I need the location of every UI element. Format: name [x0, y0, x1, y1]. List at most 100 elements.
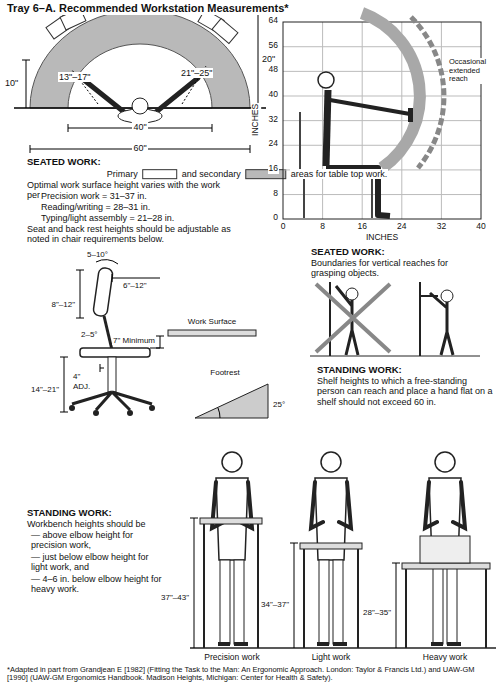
reach-chart [411, 17, 444, 168]
figure-label: Heavy work [422, 653, 468, 663]
dimension-label: 14"–21" [30, 385, 60, 394]
desk-reach-top-view [212, 19, 238, 44]
axis-tick: 40 [475, 222, 486, 232]
dimension-label: 40" [132, 122, 147, 132]
note-text: Shelf heights to which a free-standing p… [316, 376, 496, 407]
section-heading: SEATED WORK: [310, 247, 386, 258]
chair-diagram [72, 392, 152, 410]
desk-reach-top-view [14, 8, 266, 153]
vertical-reach-figures [346, 288, 358, 300]
note-text: — just below elbow height for light work… [30, 552, 167, 573]
axis-title: INCHES [365, 233, 399, 243]
axis-tick: 16 [268, 164, 279, 174]
vertical-reach-figures [430, 293, 453, 355]
note-text: — 4–6 in. below elbow height for heavy w… [30, 574, 167, 595]
axis-tick: 48 [268, 65, 279, 75]
workbench-figures [200, 518, 262, 524]
reach-chart [283, 13, 481, 219]
workbench-figures [212, 452, 252, 644]
dimension-label: 2–5° [80, 330, 99, 339]
dimension-label: 6"–12" [122, 281, 147, 290]
primary-secondary-swatch [143, 170, 177, 179]
chair-diagram [60, 357, 68, 412]
axis-tick: 8 [272, 189, 279, 199]
dimension-label: 37"–43" [160, 593, 190, 602]
vertical-reach-figures [419, 282, 421, 356]
vertical-reach-figures [316, 284, 390, 352]
reach-chart [330, 100, 410, 114]
reach-chart [318, 72, 334, 88]
dimension-label: ADJ. [72, 382, 91, 391]
axis-title: INCHES [251, 103, 261, 137]
primary-secondary-swatch [143, 170, 286, 179]
chair-diagram [104, 316, 112, 350]
dimension-label: 5–10° [86, 250, 109, 259]
reach-chart [283, 120, 481, 121]
axis-tick: 32 [436, 222, 447, 232]
axis-tick: 56 [268, 41, 279, 51]
note-text: Primary [106, 169, 139, 179]
chair-diagram [69, 405, 75, 411]
dimension-label: 10" [4, 78, 19, 88]
vertical-reach-figures [310, 356, 480, 357]
axis-tick: 0 [272, 213, 279, 223]
axis-tick: 0 [280, 222, 287, 232]
reach-chart [326, 90, 328, 166]
axis-tick: 40 [268, 90, 279, 100]
note-text: Reading/writing = 28–31 in. [40, 202, 151, 212]
chair-diagram [93, 410, 99, 416]
chair-diagram [149, 405, 155, 411]
chair-diagram [76, 270, 84, 318]
section-heading: STANDING WORK: [316, 365, 403, 376]
section-heading: STANDING WORK: [26, 508, 113, 519]
chair-diagram [93, 267, 114, 316]
reach-chart [283, 96, 481, 97]
dimension-label: 4" [72, 372, 81, 381]
dimension-label: 60" [132, 143, 147, 153]
chair-diagram [195, 384, 268, 418]
note-text: Precision work = 31–37 in. [40, 191, 148, 201]
dimension-label: 7" Minimum [112, 336, 156, 345]
note-text: Workbench heights should be [26, 519, 146, 529]
workbench-figures [304, 549, 358, 648]
vertical-reach-figures [441, 290, 453, 302]
vertical-reach-figures [310, 282, 480, 356]
reach-chart [283, 22, 481, 219]
note-text: — above elbow height for precision work, [30, 530, 167, 551]
workbench-figures [300, 543, 362, 549]
workbench-figures [190, 518, 400, 648]
part-label: Work Surface [187, 317, 237, 326]
chair-diagram [168, 330, 256, 336]
diagram-title: Tray 6–A. Recommended Workstation Measur… [6, 2, 290, 15]
dimension-label: 28"–35" [362, 608, 392, 617]
note-text: Boundaries for vertical reaches for gras… [310, 258, 482, 279]
reach-chart [362, 13, 420, 168]
desk-reach-top-view [132, 98, 148, 114]
workbench-figures [190, 647, 496, 649]
axis-tick: 32 [268, 115, 279, 125]
workbench-figures [402, 563, 490, 569]
axis-tick: 24 [396, 222, 407, 232]
axis-tick: 24 [268, 139, 279, 149]
chair-diagram [80, 348, 150, 357]
dimension-label: 13"–17" [58, 72, 91, 82]
reach-chart [408, 108, 413, 122]
primary-secondary-swatch [246, 170, 286, 179]
chair-diagram [108, 357, 116, 392]
figure-label: Precision work [203, 653, 260, 663]
reach-chart [283, 194, 481, 195]
workbench-figures [190, 452, 496, 648]
part-label: Footrest [209, 368, 240, 377]
chair-diagram [96, 260, 118, 264]
axis-tick: 64 [268, 16, 279, 26]
reach-chart [283, 46, 481, 47]
dimension-label: 21"–25" [180, 68, 213, 78]
dimension-label: 34"–37" [260, 600, 290, 609]
chart-note: Occasional extended reach [448, 58, 498, 84]
chair-diagram [127, 410, 133, 416]
note-text: Seat and back rest heights should be adj… [26, 224, 243, 245]
dimension-label: 20" [261, 54, 276, 64]
dimension-label: 25° [272, 400, 286, 409]
workbench-figures [406, 569, 486, 648]
